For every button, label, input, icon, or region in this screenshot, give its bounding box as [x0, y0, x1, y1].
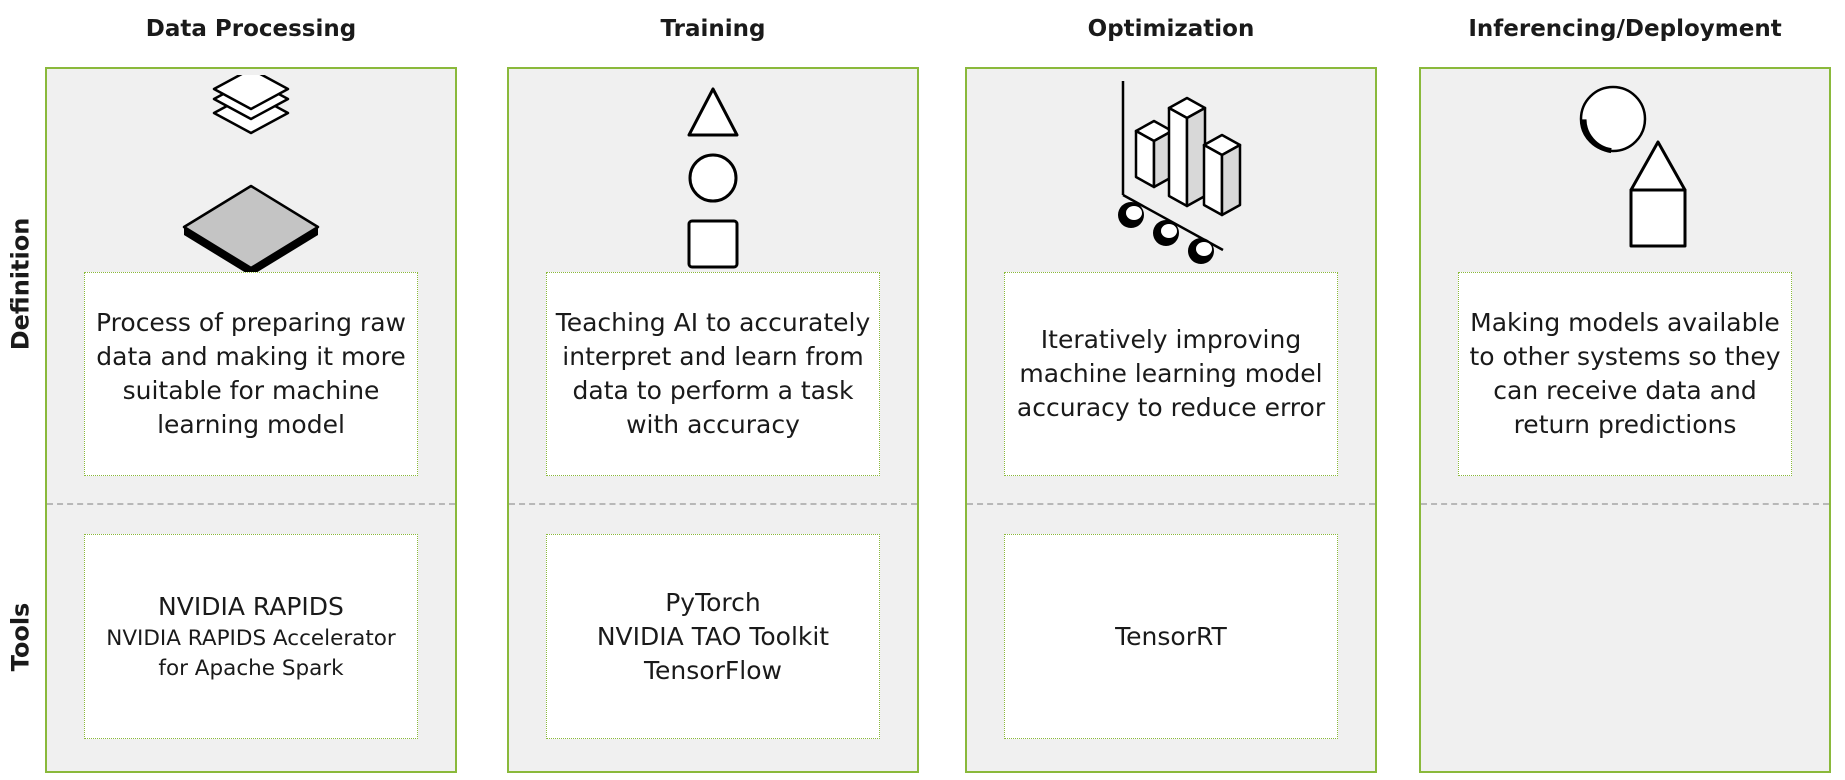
definition-text: Iteratively improving machine learning m…	[1016, 325, 1326, 422]
row-divider	[1421, 503, 1829, 505]
stage-column-training: Teaching AI to accurately interpret and …	[507, 67, 919, 773]
row-divider	[47, 503, 455, 505]
stage-column-optimization: Iteratively improving machine learning m…	[965, 67, 1377, 773]
row-divider	[509, 503, 917, 505]
definition-box-inferencing-deployment: Making models available to other systems…	[1458, 272, 1792, 476]
tools-box-data-processing: NVIDIA RAPIDS NVIDIA RAPIDS Accelerator …	[84, 534, 418, 739]
row-label-definition-text: Definition	[6, 217, 35, 351]
stage-column-inferencing-deployment: Making models available to other systems…	[1419, 67, 1831, 773]
deployed-shapes-icon	[1421, 75, 1829, 275]
definition-text: Teaching AI to accurately interpret and …	[555, 308, 871, 439]
row-divider	[967, 503, 1375, 505]
tool-name: PyTorch	[665, 587, 761, 617]
tools-box-training: PyTorch NVIDIA TAO Toolkit TensorFlow	[546, 534, 880, 739]
definition-box-data-processing: Process of preparing raw data and making…	[84, 272, 418, 476]
tool-name: NVIDIA RAPIDS Accelerator	[106, 625, 396, 651]
stage-title-inferencing-deployment: Inferencing/Deployment	[1468, 16, 1782, 42]
tool-name: NVIDIA RAPIDS	[158, 591, 344, 621]
tool-name: TensorFlow	[644, 655, 782, 685]
definition-box-optimization: Iteratively improving machine learning m…	[1004, 272, 1338, 476]
tool-name: NVIDIA TAO Toolkit	[596, 621, 830, 651]
tool-name: TensorRT	[1115, 621, 1227, 651]
row-label-definition: Definition	[0, 67, 40, 501]
tool-name: for Apache Spark	[158, 655, 344, 681]
stage-title-training: Training	[660, 16, 766, 42]
stage-column-data-processing: Process of preparing raw data and making…	[45, 67, 457, 773]
stacked-layers-icon	[47, 75, 455, 275]
definition-text: Making models available to other systems…	[1469, 308, 1781, 439]
stage-title-optimization: Optimization	[1087, 16, 1255, 42]
row-label-tools-text: Tools	[6, 602, 35, 672]
definition-box-training: Teaching AI to accurately interpret and …	[546, 272, 880, 476]
stage-title-data-processing: Data Processing	[145, 16, 357, 42]
definition-text: Process of preparing raw data and making…	[96, 308, 406, 439]
shapes-icon	[509, 75, 917, 275]
tools-box-optimization: TensorRT	[1004, 534, 1338, 739]
bar-chart-3d-icon	[967, 75, 1375, 275]
row-label-tools: Tools	[0, 501, 40, 773]
